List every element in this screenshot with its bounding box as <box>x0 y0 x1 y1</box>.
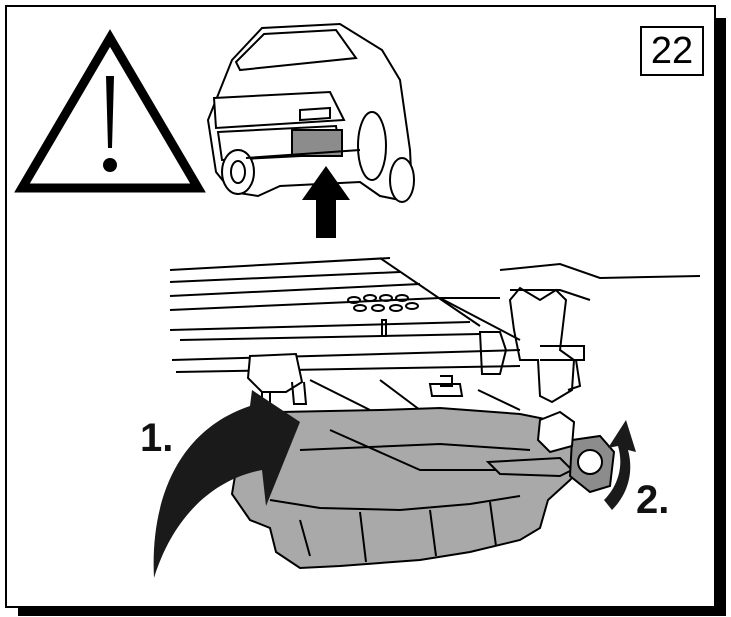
frame-shadow-right <box>716 18 726 611</box>
callout-step-2: 2. <box>636 478 670 522</box>
up-arrow-icon <box>302 166 350 238</box>
underbody-panel <box>230 406 616 570</box>
step-number: 22 <box>650 29 694 72</box>
underbody-frame <box>169 257 701 411</box>
frame-shadow-bottom <box>18 608 726 616</box>
callout-step-1: 1. <box>140 416 174 460</box>
curved-arrow-icon <box>153 390 300 578</box>
car-rear-view <box>206 22 415 203</box>
rotate-arrow-icon <box>604 420 636 510</box>
warning-triangle-icon <box>14 29 206 193</box>
step-number-box: 22 <box>640 26 704 76</box>
